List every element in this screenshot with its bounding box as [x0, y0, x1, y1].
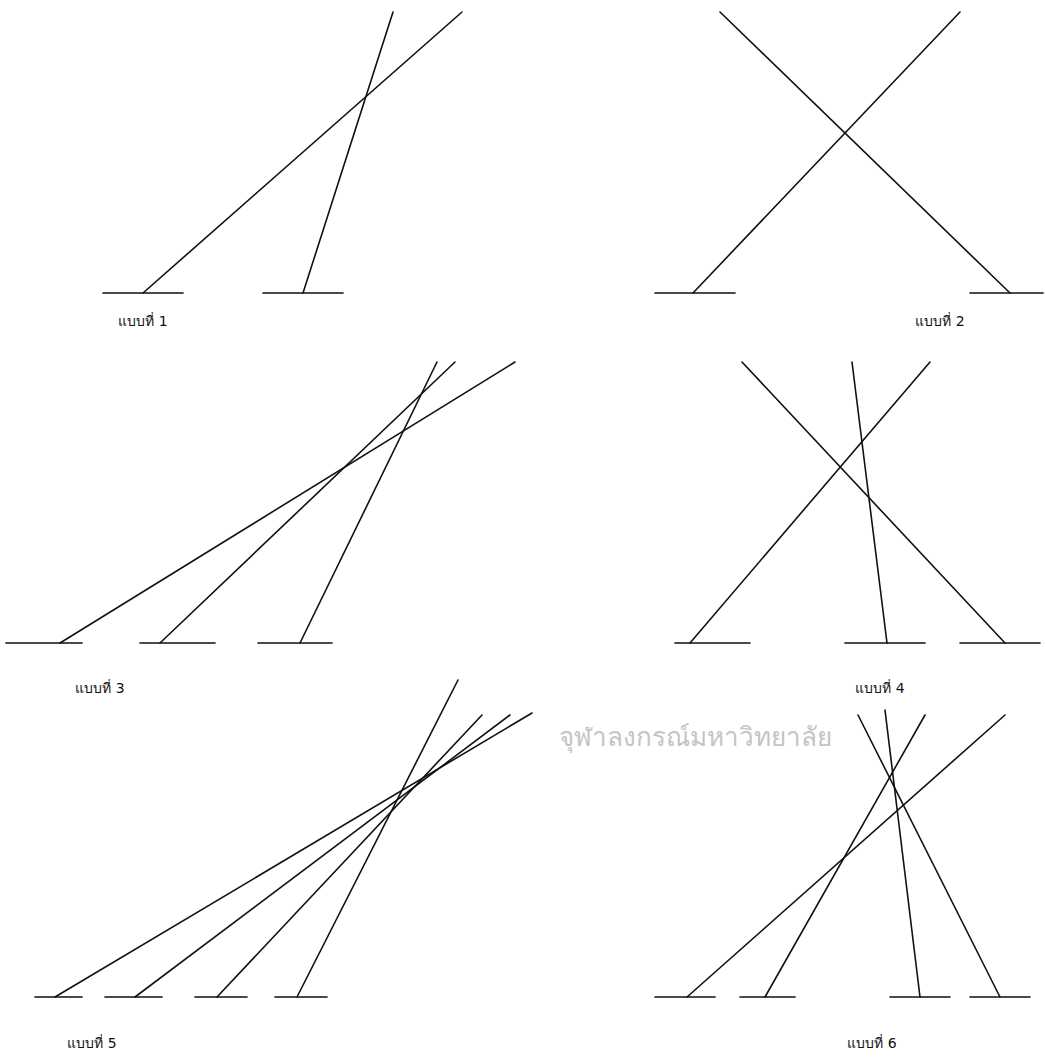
watermark-text: จุฬาลงกรณ์มหาวิทยาลัย: [559, 722, 832, 753]
panel-caption: แบบที่ 3: [75, 680, 124, 697]
panel-caption: แบบที่ 5: [67, 1035, 116, 1052]
panel-caption: แบบที่ 6: [847, 1035, 896, 1052]
panel-caption: แบบที่ 4: [855, 680, 904, 697]
panel-caption: แบบที่ 2: [915, 313, 964, 330]
panel-caption: แบบที่ 1: [118, 313, 167, 330]
